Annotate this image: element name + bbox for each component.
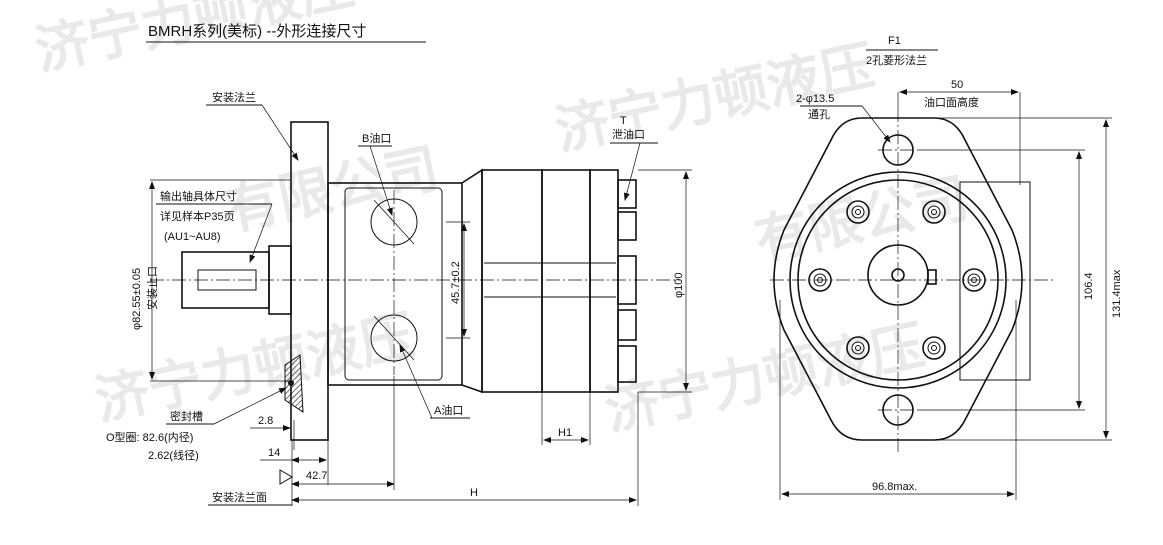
bolt-heads xyxy=(617,179,637,383)
flange-face-label: 安装法兰面 xyxy=(212,490,267,504)
drain-leader xyxy=(623,142,641,201)
bolt-head xyxy=(617,179,637,209)
dim-106-value: 106.4 xyxy=(1083,272,1095,300)
port-a-label: A油口 xyxy=(434,403,463,417)
pilot-dim-label: 安装止口 xyxy=(145,266,159,310)
f1-desc: 2孔菱形法兰 xyxy=(866,53,927,67)
port-face-body xyxy=(959,181,1031,381)
bolt xyxy=(922,336,946,360)
port-a-leader xyxy=(399,344,433,419)
side-view: 安装法兰 B油口 T 泄油口 输出轴具体尺寸 详见样本P35页 (AU1~AU8… xyxy=(106,90,692,506)
oring-section xyxy=(288,380,294,386)
drawing-title: BMRH系列(美标) --外形连接尺寸 xyxy=(148,23,366,40)
pilot-dim-value: φ82.55±0.05 xyxy=(131,268,143,330)
holes-leader xyxy=(861,105,891,143)
shaft-note-line2: 详见样本P35页 xyxy=(160,209,235,223)
front-view: F1 2孔菱形法兰 xyxy=(770,35,1123,500)
drain-label: 泄油口 xyxy=(612,127,645,141)
bolt-head xyxy=(617,345,637,383)
bolt-head xyxy=(617,309,637,341)
dim-50-value: 50 xyxy=(951,79,963,91)
seal-groove-hatch xyxy=(284,354,304,413)
flange-label: 安装法兰 xyxy=(212,90,256,104)
end-cover xyxy=(589,169,619,393)
flange-leader xyxy=(261,104,299,161)
svg-text:有限公司: 有限公司 xyxy=(219,135,444,243)
shaft-note-line3: (AU1~AU8) xyxy=(164,231,221,243)
housing-neck xyxy=(461,168,483,394)
svg-text:济宁力顿液压: 济宁力顿液压 xyxy=(29,0,359,83)
drain-t-label: T xyxy=(620,115,627,127)
port-b-label: B油口 xyxy=(362,131,391,145)
oring-spec-line1: O型圈: 82.6(内径) xyxy=(106,430,193,444)
shaft-note-leader xyxy=(249,203,273,263)
port-b-leader xyxy=(369,145,393,216)
diamond-flange xyxy=(773,117,1023,441)
port-block xyxy=(344,187,443,381)
shaft-key xyxy=(197,269,257,291)
bolt-head xyxy=(617,211,637,241)
through-label: 通孔 xyxy=(808,108,830,121)
bolt xyxy=(962,268,986,292)
bolt xyxy=(922,200,946,224)
shaft-note-line1: 输出轴具体尺寸 xyxy=(160,189,237,203)
seal-groove-leader xyxy=(213,387,287,425)
dia100-value: φ100 xyxy=(673,273,685,299)
shaft-key-tab xyxy=(927,269,937,285)
bolt xyxy=(846,336,870,360)
port-spacing-value: 45.7±0.2 xyxy=(450,261,462,304)
datum-triangle-icon xyxy=(279,469,293,485)
dim-131-value: 131.4max xyxy=(1111,269,1123,318)
gerotor-section-2 xyxy=(541,169,591,393)
bolt xyxy=(808,268,832,292)
port-a-circle xyxy=(370,314,418,362)
gerotor-section-1 xyxy=(481,169,543,393)
port-a-diameter-line xyxy=(373,315,415,361)
end-cover-bolts xyxy=(808,200,986,360)
f1-label: F1 xyxy=(888,35,901,47)
dim-42-7-value: 42.7 xyxy=(306,470,327,482)
h1-value: H1 xyxy=(558,427,572,439)
dim-14-value: 14 xyxy=(268,447,280,459)
bolt-head xyxy=(617,255,637,305)
port-height-label: 油口面高度 xyxy=(924,95,979,109)
oring-spec-line2: 2.62(线径) xyxy=(148,448,199,462)
bolt xyxy=(846,200,870,224)
holes-label: 2-φ13.5 xyxy=(796,93,834,105)
h-value: H xyxy=(470,487,478,499)
seal-groove-label: 密封槽 xyxy=(170,409,203,423)
flange-pilot-circle xyxy=(789,171,1007,389)
housing-circle xyxy=(797,179,999,381)
dim-96-value: 96.8max. xyxy=(872,481,917,493)
dim-2-8-value: 2.8 xyxy=(258,415,273,427)
shaft-center-bore xyxy=(891,268,905,282)
